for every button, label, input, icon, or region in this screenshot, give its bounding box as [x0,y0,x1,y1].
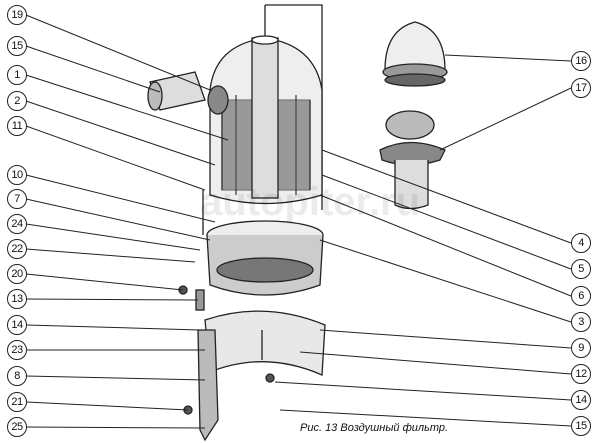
leader-line [299,351,572,375]
callout-left-19: 19 [7,5,27,25]
figure-caption: Рис. 13 Воздушный фильтр. [300,422,449,434]
leader-line [321,174,572,270]
inlet-pipe [147,71,229,115]
filter-tray [206,220,324,296]
leader-line [25,401,189,411]
leader-line [439,87,572,151]
callout-right-4: 4 [571,233,591,253]
callout-right-6: 6 [571,286,591,306]
leader-line [274,381,572,401]
callout-left-11: 11 [7,116,27,136]
callout-right-17: 17 [571,78,591,98]
mounting-bracket [178,190,219,442]
callout-left-24: 24 [7,214,27,234]
callout-left-14: 14 [7,315,27,335]
leader-line [279,409,572,427]
leader-line [25,375,206,381]
callout-left-2: 2 [7,91,27,111]
leader-line [319,239,572,323]
leader-line [25,125,206,191]
callout-left-7: 7 [7,189,27,209]
callout-right-15: 15 [571,416,591,436]
watermark: autopiter.ru [200,180,421,224]
leader-line [25,273,184,291]
leader-line [25,426,206,429]
callout-left-22: 22 [7,239,27,259]
impeller [379,110,446,210]
leader-line [25,324,201,331]
leader-line [319,194,572,297]
leader-line [444,54,572,62]
callout-left-15: 15 [7,36,27,56]
callout-left-13: 13 [7,289,27,309]
callout-right-9: 9 [571,338,591,358]
leader-line [25,298,199,301]
cap-cone [382,21,448,87]
leader-line [25,223,201,251]
callout-right-14: 14 [571,390,591,410]
callout-left-10: 10 [7,165,27,185]
callout-left-23: 23 [7,340,27,360]
leader-line [25,14,211,91]
filter-housing [209,35,323,205]
leader-line [319,329,572,349]
callout-left-1: 1 [7,65,27,85]
callout-left-25: 25 [7,417,27,437]
leader-line [25,248,196,263]
callout-left-21: 21 [7,392,27,412]
callout-right-16: 16 [571,51,591,71]
callout-left-8: 8 [7,366,27,386]
leader-line [321,149,572,244]
leader-line [25,74,229,141]
clamp-band [204,310,326,383]
callout-right-3: 3 [571,312,591,332]
callout-left-20: 20 [7,264,27,284]
leader-line [25,45,161,93]
callout-right-12: 12 [571,364,591,384]
callout-right-5: 5 [571,259,591,279]
leader-line [25,100,216,166]
leader-line [25,198,211,241]
leader-line [25,174,216,223]
